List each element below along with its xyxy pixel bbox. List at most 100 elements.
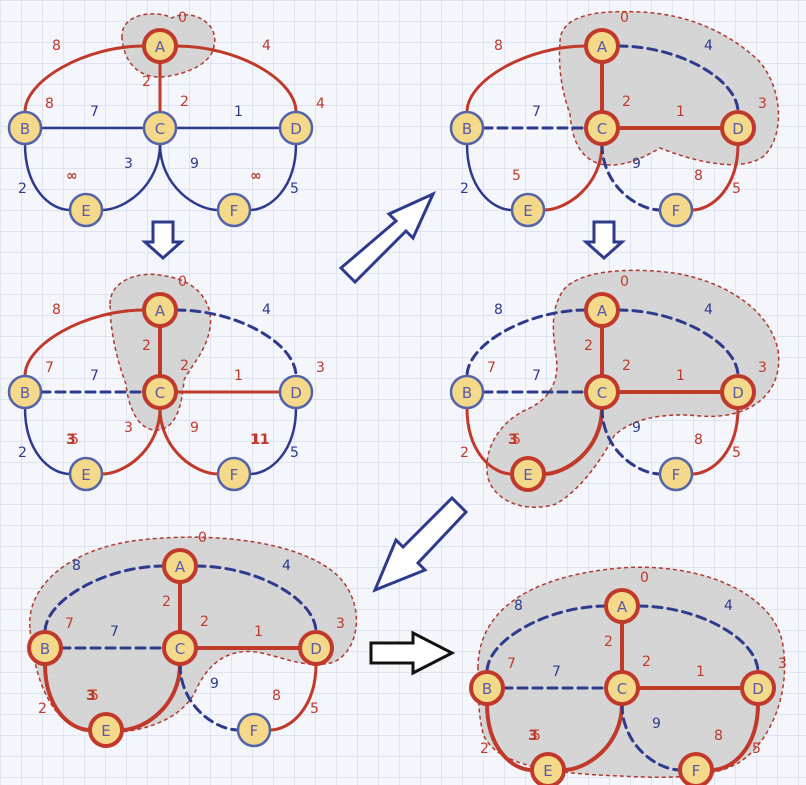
right-arrow-icon	[369, 630, 456, 676]
distance-label-e: 3	[86, 688, 96, 704]
edge-ad	[174, 308, 298, 378]
distance-label-e: 5	[70, 432, 79, 448]
node-label-e: E	[81, 466, 90, 484]
distance-label-f: ∞	[250, 168, 262, 184]
distance-label-e: 5	[512, 432, 521, 448]
edge-weight-be: 2	[38, 701, 47, 717]
node-f	[236, 712, 272, 748]
edge-ab	[465, 44, 588, 114]
node-label-d: D	[310, 640, 322, 658]
edge-weight-ad: 4	[262, 38, 271, 54]
edge-weight-be: 2	[460, 445, 469, 461]
node-label-f: F	[230, 466, 239, 484]
distance-label-f: 8	[694, 168, 703, 184]
edge-weight-be: 2	[460, 181, 469, 197]
node-e	[68, 192, 104, 228]
edge-weight-ab: 8	[514, 598, 523, 614]
node-label-a: A	[175, 558, 186, 576]
node-c	[142, 374, 178, 410]
node-label-c: C	[617, 680, 627, 698]
node-c	[604, 670, 640, 706]
node-d	[298, 630, 334, 666]
edge-weight-bc: 7	[552, 664, 561, 680]
edge-ab	[23, 44, 146, 114]
distance-label-f: 11	[252, 432, 270, 448]
edge-weight-ab: 8	[494, 302, 503, 318]
distance-label-d: 3	[758, 360, 767, 376]
edge-weight-ce: 3	[124, 420, 133, 436]
edge-weight-cf: 9	[652, 716, 661, 732]
edge-weight-cd: 1	[234, 368, 243, 384]
node-f	[216, 456, 252, 492]
edge-weight-ab: 8	[72, 558, 81, 574]
edge-weight-be: 2	[480, 741, 489, 757]
edge-weight-ab: 8	[52, 38, 61, 54]
edge-ce	[100, 142, 162, 212]
edge-ad	[194, 564, 318, 634]
edge-weight-cf: 9	[190, 420, 199, 436]
edge-weight-ab: 8	[52, 302, 61, 318]
edge-weight-ad: 4	[282, 558, 291, 574]
distance-label-d: 3	[778, 656, 787, 672]
node-b	[27, 630, 63, 666]
edge-df	[248, 142, 298, 212]
edge-ad	[174, 44, 298, 114]
edge-weight-be: 2	[18, 181, 27, 197]
node-b	[449, 110, 485, 146]
edge-weight-df: 5	[732, 181, 741, 197]
node-c	[142, 110, 178, 146]
node-f	[216, 192, 252, 228]
edge-weight-ac: 2	[584, 338, 593, 354]
node-a	[142, 28, 178, 64]
distance-label-b: 7	[65, 616, 74, 632]
node-b	[469, 670, 505, 706]
edge-weight-cd: 1	[676, 368, 685, 384]
node-e	[510, 192, 546, 228]
node-label-a: A	[617, 598, 628, 616]
node-label-e: E	[81, 202, 90, 220]
edge-cf	[158, 406, 220, 476]
node-label-e: E	[543, 762, 552, 780]
node-label-d: D	[752, 680, 764, 698]
edge-weight-ad: 4	[704, 38, 713, 54]
distance-label-e: 3	[66, 432, 76, 448]
edge-weight-ab: 8	[494, 38, 503, 54]
edge-be	[465, 406, 514, 476]
edge-ad	[636, 604, 760, 674]
distance-label-b: 7	[487, 360, 496, 376]
edge-weight-cd: 1	[696, 664, 705, 680]
node-label-a: A	[155, 302, 166, 320]
edge-ce	[542, 406, 604, 476]
distance-label-d: 4	[316, 96, 325, 112]
node-label-f: F	[692, 762, 701, 780]
edge-ad	[616, 44, 740, 114]
node-label-e: E	[523, 202, 532, 220]
edge-weight-cf: 9	[190, 156, 199, 172]
edge-weight-bc: 7	[532, 368, 541, 384]
node-label-c: C	[597, 120, 607, 138]
edge-df	[690, 142, 740, 212]
distance-label-f: 8	[272, 688, 281, 704]
edge-weight-ac: 2	[162, 594, 171, 610]
node-d	[278, 374, 314, 410]
node-label-c: C	[155, 384, 165, 402]
distance-label-d: 3	[758, 96, 767, 112]
node-d	[720, 374, 756, 410]
distance-label-c: 2	[622, 358, 631, 374]
node-label-f: F	[672, 466, 681, 484]
node-a	[584, 292, 620, 328]
edge-weight-be: 2	[18, 445, 27, 461]
distance-label-f: 8	[714, 728, 723, 744]
node-a	[584, 28, 620, 64]
node-d	[720, 110, 756, 146]
edge-weight-cf: 9	[632, 156, 641, 172]
edge-be	[23, 142, 72, 212]
node-label-d: D	[290, 384, 302, 402]
down-arrow-icon	[141, 220, 185, 261]
edge-weight-cd: 1	[234, 104, 243, 120]
node-label-d: D	[290, 120, 302, 138]
